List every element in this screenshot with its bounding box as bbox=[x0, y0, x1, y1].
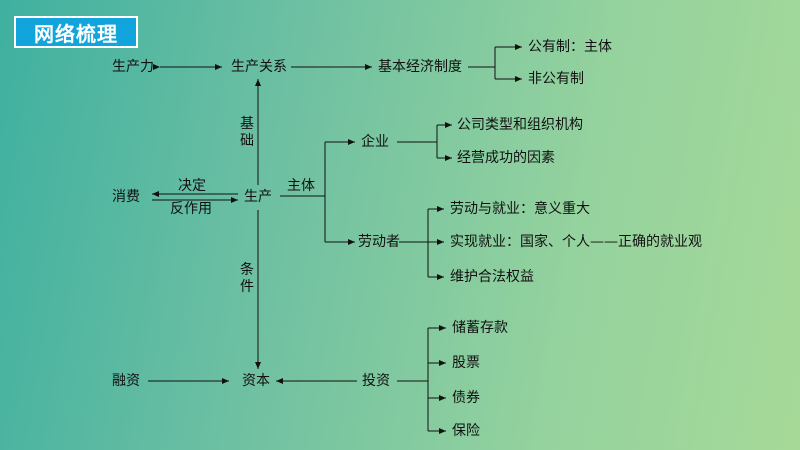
section-badge: 网络梳理 bbox=[14, 16, 138, 48]
node-financing: 融资 bbox=[112, 373, 140, 389]
section-title: 网络梳理 bbox=[34, 21, 118, 46]
edge-label-subject: 主体 bbox=[287, 178, 315, 194]
node-relations: 生产关系 bbox=[231, 59, 287, 75]
node-consumption: 消费 bbox=[112, 189, 140, 205]
node-productivity: 生产力 bbox=[112, 59, 154, 75]
node-labor-employment: 劳动与就业：意义重大 bbox=[450, 201, 590, 217]
node-capital: 资本 bbox=[242, 373, 270, 389]
node-laborer: 劳动者 bbox=[358, 234, 400, 250]
node-bonds: 债券 bbox=[452, 390, 480, 406]
node-stocks: 股票 bbox=[452, 355, 480, 371]
node-company-types: 公司类型和组织机构 bbox=[457, 117, 583, 133]
node-business-success: 经营成功的因素 bbox=[457, 150, 555, 166]
node-production: 生产 bbox=[244, 189, 272, 205]
node-basic-system: 基本经济制度 bbox=[378, 59, 462, 75]
edge-label-basis: 基础 bbox=[240, 116, 254, 149]
edge-label-counteracts: 反作用 bbox=[170, 201, 212, 217]
edge-label-condition: 条件 bbox=[240, 262, 254, 295]
node-realize-employment: 实现就业：国家、个人——正确的就业观 bbox=[450, 234, 702, 250]
edge-label-decides: 决定 bbox=[178, 178, 206, 194]
node-protect-rights: 维护合法权益 bbox=[450, 269, 534, 285]
node-insurance: 保险 bbox=[452, 423, 480, 439]
node-enterprise: 企业 bbox=[361, 134, 389, 150]
node-savings: 储蓄存款 bbox=[452, 320, 508, 336]
node-investment: 投资 bbox=[362, 373, 390, 389]
node-non-public: 非公有制 bbox=[528, 71, 584, 87]
node-public-main: 公有制：主体 bbox=[528, 39, 612, 55]
